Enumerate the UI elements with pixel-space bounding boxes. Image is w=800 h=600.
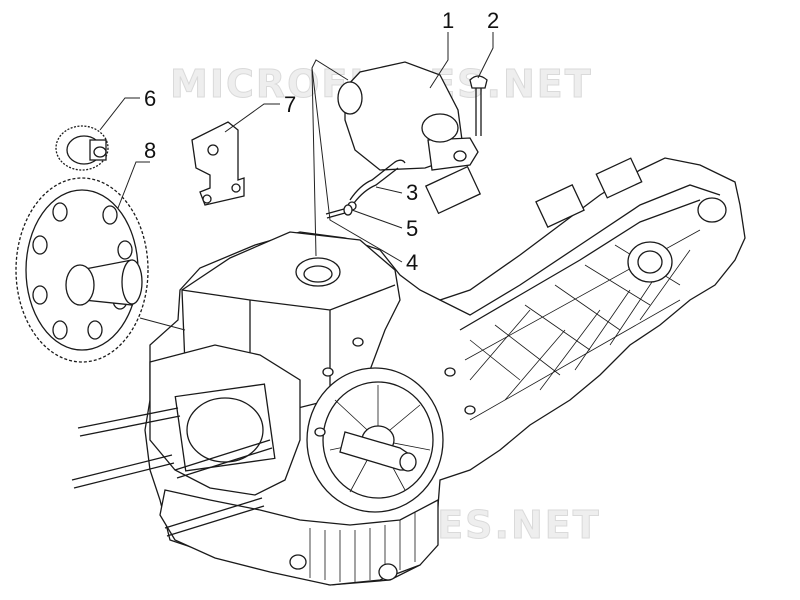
callout-6: 6 [144,86,156,111]
earth-wire [347,159,406,211]
intermediate-gear [55,125,109,171]
starter-driven-gear [15,177,149,363]
callout-2: 2 [487,8,499,33]
leader-lines [99,32,494,331]
callout-4: 4 [406,250,418,275]
starter-screw [469,75,488,136]
mounting-bracket [191,121,245,206]
callout-8: 8 [144,138,156,163]
callout-7: 7 [284,92,296,117]
callout-5: 5 [406,216,418,241]
callout-1: 1 [442,8,454,33]
starter-motor [337,61,479,171]
callout-3: 3 [406,180,418,205]
crankcase [71,157,746,586]
